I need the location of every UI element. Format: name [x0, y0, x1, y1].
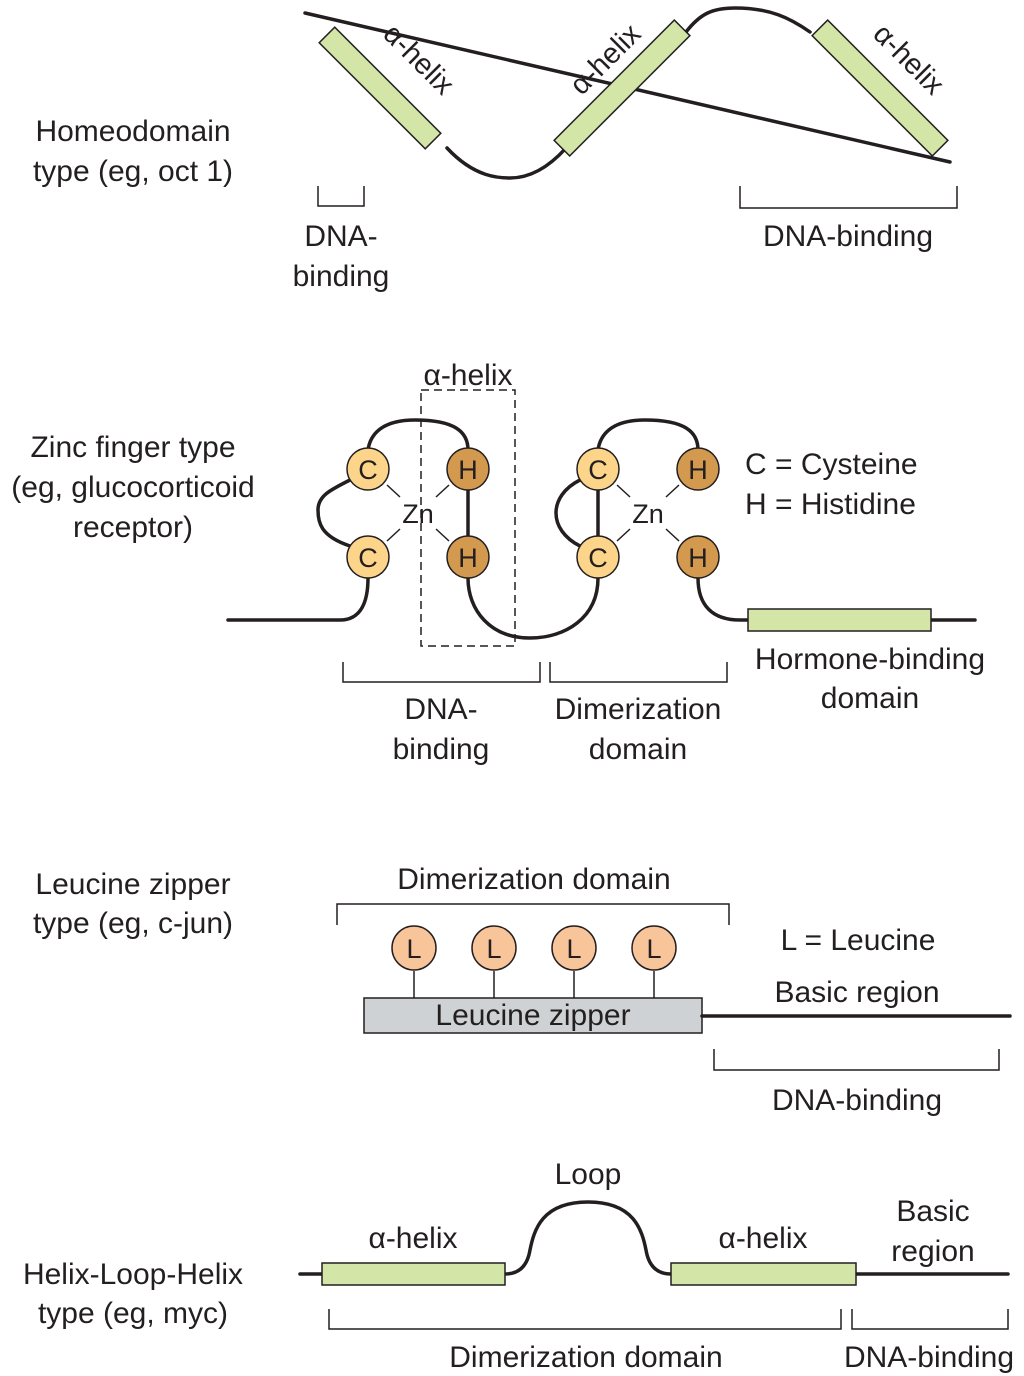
- homeodomain-right-binding: DNA-binding: [763, 220, 933, 253]
- hlh-dimerization: Dimerization domain: [449, 1341, 722, 1374]
- zinc-bond: [435, 484, 450, 498]
- histidine-residue: [676, 447, 720, 491]
- zinc-atom-label: Zn: [632, 499, 664, 529]
- zinc-bond: [665, 528, 680, 542]
- histidine-letter: H: [688, 543, 708, 573]
- hlh-helix-right: [670, 1262, 857, 1286]
- zinc-dimerization-line2: domain: [589, 733, 687, 766]
- hlh-dimerization-bracket: [328, 1309, 842, 1330]
- homeodomain-helix-3: [811, 19, 949, 157]
- leucine-letter: L: [566, 934, 581, 964]
- leucine-letter: L: [406, 934, 421, 964]
- histidine-residue: [676, 535, 720, 579]
- homeodomain-helix-2: [553, 19, 691, 157]
- zinc-bond: [386, 528, 401, 542]
- leucine-letter: L: [646, 934, 661, 964]
- zinc-bond: [616, 528, 631, 542]
- hlh-dna-binding: DNA-binding: [844, 1341, 1014, 1374]
- leucine-zipper-box: [363, 997, 703, 1034]
- zinc-hormone-line1: Hormone-binding: [755, 643, 985, 676]
- cysteine-residue: [576, 447, 620, 491]
- zinc-legend-histidine: H = Histidine: [745, 488, 916, 521]
- cysteine-letter: C: [588, 455, 608, 485]
- leucine-legend: L = Leucine: [781, 924, 936, 957]
- leucine-residue: [551, 925, 597, 971]
- hlh-basic-line1: Basic: [896, 1195, 969, 1228]
- cysteine-letter: C: [588, 543, 608, 573]
- leucine-dna-binding: DNA-binding: [772, 1084, 942, 1117]
- zinc-strand: [226, 418, 977, 640]
- zinc-helix-dashed-box: [420, 389, 516, 647]
- leucine-basic-region: Basic region: [774, 976, 939, 1009]
- hormone-binding-helix: [747, 608, 932, 632]
- cysteine-letter: C: [358, 543, 378, 573]
- cysteine-residue: [346, 447, 390, 491]
- histidine-residue: [446, 535, 490, 579]
- hlh-strand: [298, 1200, 1010, 1276]
- homeodomain-title-line2: type (eg, oct 1): [33, 155, 233, 188]
- leucine-residue: [391, 925, 437, 971]
- cysteine-residue: [576, 535, 620, 579]
- leucine-title-line2: type (eg, c-jun): [33, 907, 233, 940]
- zinc-finger-panel: Zinc finger type (eg, glucocorticoid rec…: [11, 359, 985, 766]
- leucine-zipper-panel: Leucine zipper type (eg, c-jun) Dimeriza…: [33, 863, 1012, 1117]
- cysteine-residue: [346, 535, 390, 579]
- histidine-letter: H: [688, 455, 708, 485]
- homeodomain-left-binding-line2: binding: [293, 260, 390, 293]
- leucine-letter: L: [486, 934, 501, 964]
- zinc-dna-binding-line1: DNA-: [404, 693, 477, 726]
- zinc-dimerization-line1: Dimerization: [555, 693, 722, 726]
- homeodomain-right-bracket: [739, 186, 958, 209]
- zinc-finger-1: C C H H Zn: [346, 447, 490, 579]
- leucine-dna-binding-bracket: [713, 1049, 1000, 1071]
- hlh-title-line2: type (eg, myc): [38, 1297, 228, 1330]
- homeodomain-title-line1: Homeodomain: [35, 115, 230, 148]
- hlh-helix-left-label: α-helix: [368, 1222, 457, 1255]
- hlh-panel: Helix-Loop-Helix type (eg, myc) Loop α-h…: [23, 1158, 1014, 1374]
- homeodomain-panel: Homeodomain type (eg, oct 1) α-helix α-h…: [33, 6, 958, 293]
- histidine-residue: [446, 447, 490, 491]
- zinc-title-line2: (eg, glucocorticoid: [11, 471, 254, 504]
- zinc-helix-label: α-helix: [423, 359, 512, 392]
- zinc-atom-label: Zn: [402, 499, 434, 529]
- leucine-residue: [471, 925, 517, 971]
- histidine-letter: H: [458, 455, 478, 485]
- leucine-dimerization-label: Dimerization domain: [397, 863, 670, 896]
- leucine-title-line1: Leucine zipper: [35, 868, 230, 901]
- homeodomain-left-binding-line1: DNA-: [304, 220, 377, 253]
- cysteine-letter: C: [358, 455, 378, 485]
- zinc-hormone-line2: domain: [821, 682, 919, 715]
- homeodomain-helix-1: [318, 26, 442, 150]
- zinc-finger-2: C C H H Zn: [576, 447, 720, 579]
- zinc-dna-binding-bracket: [342, 662, 541, 683]
- hlh-dna-binding-bracket: [851, 1309, 1009, 1330]
- histidine-letter: H: [458, 543, 478, 573]
- hlh-helix-left: [321, 1262, 506, 1286]
- zinc-bond: [616, 484, 631, 498]
- zinc-bond: [435, 528, 450, 542]
- leucine-dimerization-bracket: [336, 903, 730, 925]
- zinc-dimerization-bracket: [549, 662, 728, 683]
- hlh-helix-right-label: α-helix: [718, 1222, 807, 1255]
- leucine-residue: [631, 925, 677, 971]
- hlh-loop-label: Loop: [555, 1158, 622, 1191]
- zinc-bond: [386, 484, 401, 498]
- hlh-basic-line2: region: [891, 1235, 974, 1268]
- leucine-zipper-box-label: Leucine zipper: [435, 999, 630, 1032]
- zinc-bond: [665, 484, 680, 498]
- zinc-title-line3: receptor): [73, 511, 193, 544]
- homeodomain-left-bracket: [317, 186, 365, 207]
- zinc-title-line1: Zinc finger type: [30, 431, 235, 464]
- zinc-dna-binding-line2: binding: [393, 733, 490, 766]
- hlh-title-line1: Helix-Loop-Helix: [23, 1258, 243, 1291]
- zinc-legend-cysteine: C = Cysteine: [745, 448, 918, 481]
